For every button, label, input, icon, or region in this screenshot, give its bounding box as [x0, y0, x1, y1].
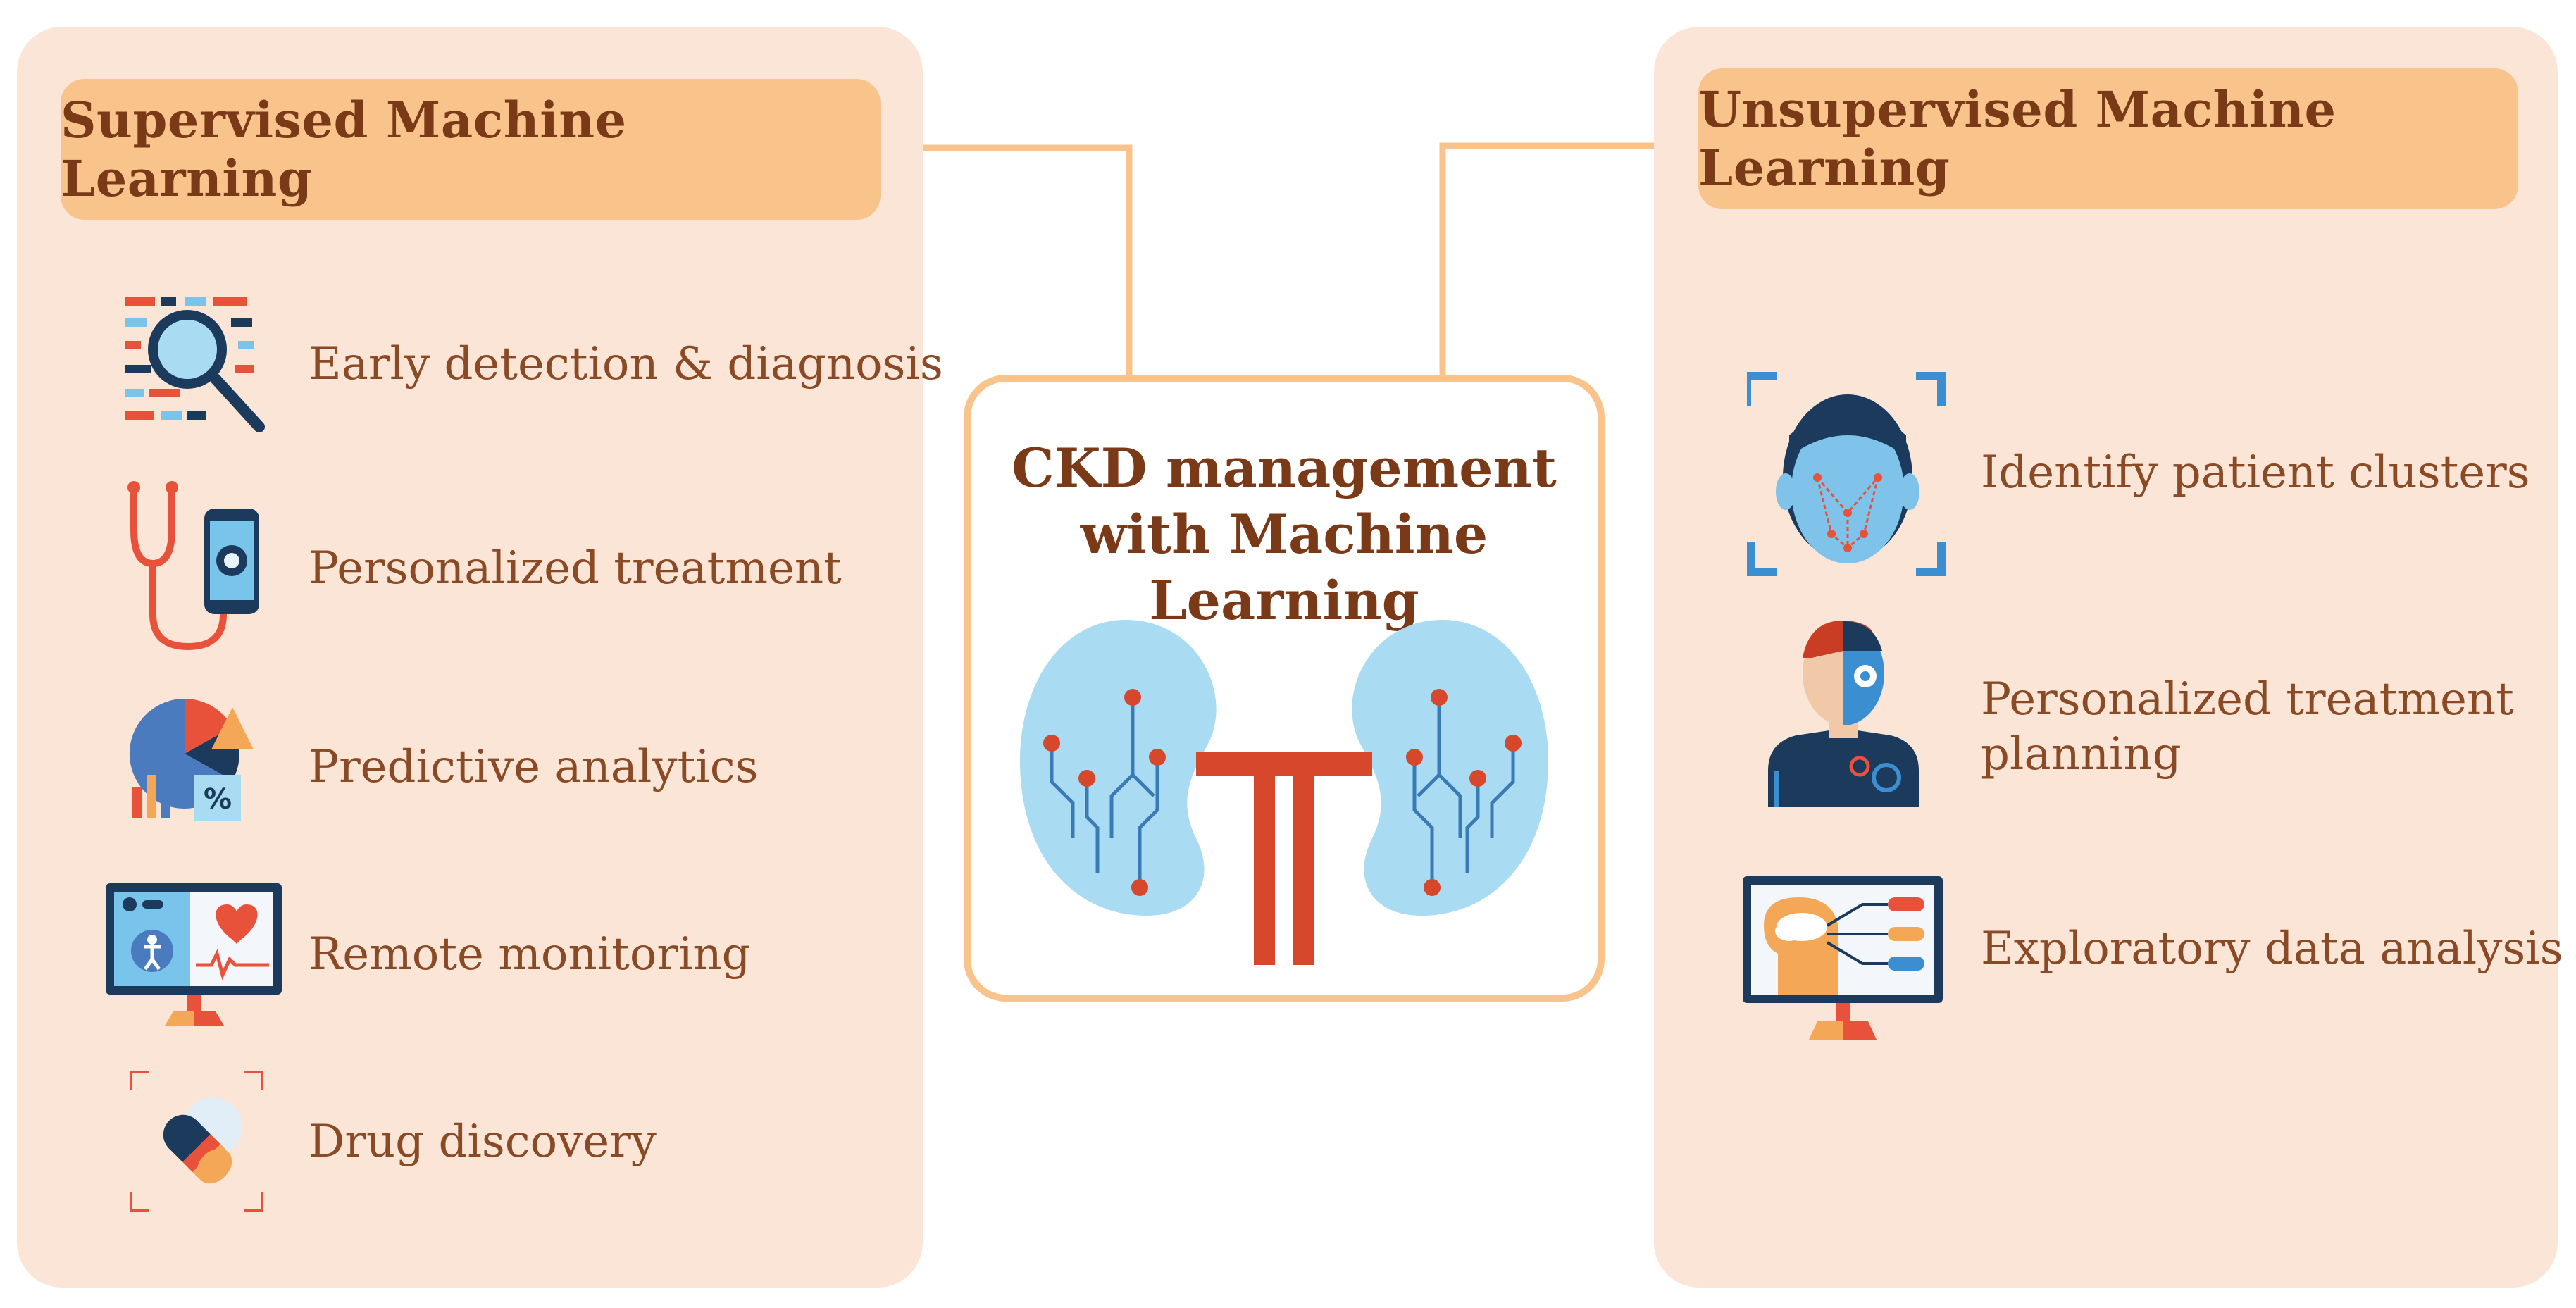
item-personalized-planning-line2: planning — [1981, 728, 2182, 780]
svg-text:%: % — [204, 783, 232, 816]
pie-chart-analytics-icon: % — [129, 698, 254, 821]
item-remote-monitoring: Remote monitoring — [309, 928, 751, 980]
ckd-title: CKD management with Machine Learning — [964, 435, 1605, 634]
stethoscope-phone-icon — [127, 481, 259, 651]
supervised-title: Supervised Machine Learning — [61, 91, 627, 208]
capsule-pill-icon — [130, 1071, 263, 1212]
item-early-detection: Early detection & diagnosis — [309, 338, 943, 390]
kidneys-circuit-icon — [1020, 620, 1548, 965]
monitor-heart-icon — [106, 883, 282, 1026]
item-personalized-planning: Personalized treatment planning — [1981, 672, 2514, 782]
ckd-title-line1: CKD management — [1012, 437, 1557, 499]
item-exploratory-analysis: Exploratory data analysis — [1981, 923, 2563, 975]
connector-right — [1439, 142, 1654, 375]
unsupervised-header: Unsupervised Machine Learning — [1698, 68, 2518, 209]
unsupervised-title: Unsupervised Machine Learning — [1698, 80, 2337, 197]
connector-left — [923, 144, 1133, 375]
supervised-panel — [17, 27, 923, 1288]
monitor-brain-cloud-icon — [1743, 876, 1943, 1040]
supervised-header: Supervised Machine Learning — [61, 79, 881, 220]
item-personalized-planning-line1: Personalized treatment — [1981, 673, 2514, 725]
item-personalized-treatment: Personalized treatment — [309, 542, 842, 594]
item-predictive-analytics: Predictive analytics — [309, 741, 759, 793]
magnifier-data-icon — [125, 297, 265, 432]
item-drug-discovery: Drug discovery — [309, 1116, 657, 1168]
ckd-title-line2: with Machine Learning — [1080, 503, 1488, 632]
person-ai-icon — [1768, 621, 1919, 807]
face-scan-icon — [1747, 372, 1946, 576]
item-identify-clusters: Identify patient clusters — [1981, 447, 2530, 499]
